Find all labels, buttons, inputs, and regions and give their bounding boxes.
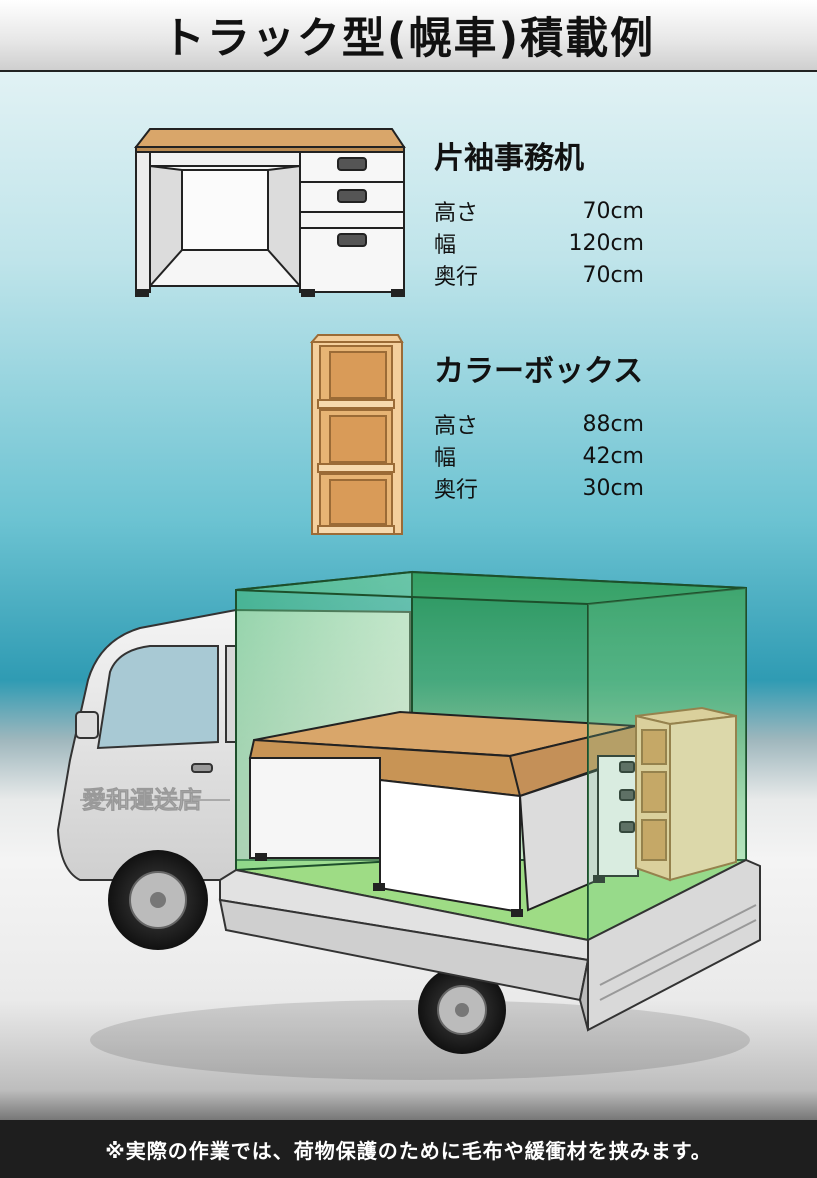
footer: ※実際の作業では、荷物保護のために毛布や緩衝材を挟みます。 [0, 1120, 817, 1178]
desk-width-value: 120cm [568, 230, 644, 256]
loaded-color-box [635, 706, 737, 882]
color-box-width-label: 幅 [434, 446, 457, 471]
page-title: トラック型(幌車)積載例 [161, 14, 656, 64]
color-box-height-row: 高さ 88cm [434, 408, 644, 440]
desk-width-row: 幅 120cm [434, 227, 644, 259]
color-box-spec: カラーボックス 高さ 88cm 幅 42cm 奥行 30cm [434, 346, 644, 504]
desk-depth-value: 70cm [582, 262, 644, 288]
color-box-depth-row: 奥行 30cm [434, 472, 644, 504]
front-tire [108, 850, 208, 950]
desk-height-row: 高さ 70cm [434, 195, 644, 227]
color-box-dimensions: 高さ 88cm 幅 42cm 奥行 30cm [434, 408, 644, 504]
desk-spec: 片袖事務机 高さ 70cm 幅 120cm 奥行 70cm [434, 133, 644, 291]
color-box-name: カラーボックス [434, 354, 644, 389]
footer-note: ※実際の作業では、荷物保護のために毛布や緩衝材を挟みます。 [105, 1138, 712, 1163]
color-box-width-value: 42cm [582, 443, 644, 469]
desk-width-label: 幅 [434, 233, 457, 258]
color-box-depth-value: 30cm [582, 475, 644, 501]
rear-tire [418, 966, 506, 1054]
desk-height-value: 70cm [582, 198, 644, 224]
loaded-desks [248, 710, 639, 917]
title-bar: トラック型(幌車)積載例 [0, 0, 817, 72]
desk-height-label: 高さ [434, 201, 479, 226]
color-box-height-value: 88cm [582, 411, 644, 437]
desk-dimensions: 高さ 70cm 幅 120cm 奥行 70cm [434, 195, 644, 291]
desk-name: 片袖事務机 [434, 141, 584, 176]
color-box-width-row: 幅 42cm [434, 440, 644, 472]
desk-depth-row: 奥行 70cm [434, 259, 644, 291]
color-box-height-label: 高さ [434, 414, 479, 439]
desk-depth-label: 奥行 [434, 265, 479, 290]
truck-door-text: 愛和運送店 [82, 786, 202, 814]
color-box-depth-label: 奥行 [434, 478, 479, 503]
